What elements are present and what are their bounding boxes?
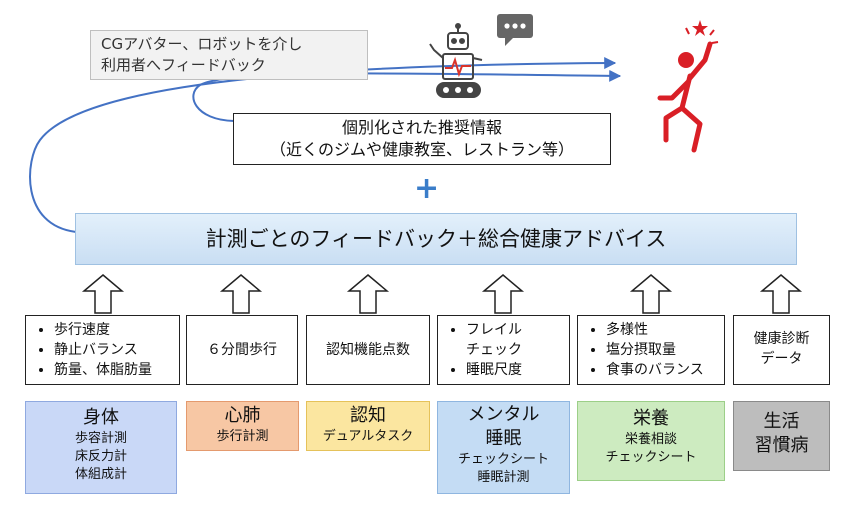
plus-icon: + <box>414 171 440 206</box>
up-arrows <box>81 274 803 314</box>
measurement-box-lifestyle: 健康診断 データ <box>733 315 830 385</box>
category-title: 心肺 <box>224 405 261 426</box>
measurement-text: ６分間歩行 <box>207 342 277 358</box>
category-cardio: 心肺 歩行計測 <box>186 401 299 451</box>
category-nutrition: 栄養 栄養相談 チェックシート <box>577 401 725 481</box>
recommendation-box: 個別化された推奨情報 （近くのジムや健康教室、レストラン等） <box>233 113 611 165</box>
category-title: 生活 習慣病 <box>754 411 809 456</box>
callout-line-2: 利用者へフィードバック <box>101 56 266 74</box>
category-subtitle: 歩容計測 床反力計 体組成計 <box>74 431 127 482</box>
measurement-item: 多様性 <box>606 320 724 340</box>
up-arrow-5 <box>629 274 673 314</box>
advice-bar: 計測ごとのフィードバック＋総合健康アドバイス <box>75 213 797 265</box>
up-arrow-3 <box>346 274 390 314</box>
measurement-box-physical: 歩行速度 静止バランス 筋量、体脂肪量 <box>25 315 180 385</box>
up-arrow-6 <box>759 274 803 314</box>
measurement-box-mental: フレイル チェック 睡眠尺度 <box>437 315 570 385</box>
measurement-item: 筋量、体脂肪量 <box>54 360 179 380</box>
category-mental-sleep: メンタル 睡眠 チェックシート 睡眠計測 <box>437 401 570 494</box>
avatar-robot-callout: CGアバター、ロボットを介し 利用者へフィードバック <box>90 30 368 80</box>
category-physical: 身体 歩容計測 床反力計 体組成計 <box>25 401 177 494</box>
category-cognitive: 認知 デュアルタスク <box>306 401 430 451</box>
category-title: メンタル 睡眠 <box>467 404 540 449</box>
measurement-text: 健康診断 データ <box>753 331 810 367</box>
category-subtitle: デュアルタスク <box>322 429 414 444</box>
up-arrow-1 <box>81 274 125 314</box>
category-subtitle: 栄養相談 チェックシート <box>605 432 697 465</box>
measurement-item: フレイル チェック <box>466 320 569 360</box>
recommendation-line-2: （近くのジムや健康教室、レストラン等） <box>269 140 574 159</box>
callout-line-1: CGアバター、ロボットを介し <box>101 35 303 53</box>
measurement-item: 食事のバランス <box>606 360 724 380</box>
up-arrow-4 <box>481 274 525 314</box>
measurement-item: 睡眠尺度 <box>466 360 569 380</box>
category-title: 身体 <box>83 407 119 428</box>
star-icon <box>692 20 708 36</box>
measurement-box-cardio: ６分間歩行 <box>186 315 298 385</box>
recommendation-line-1: 個別化された推奨情報 <box>341 118 502 137</box>
measurement-item: 歩行速度 <box>54 320 179 340</box>
cheering-person-icon <box>657 41 713 153</box>
measurement-text: 認知機能点数 <box>326 342 410 358</box>
category-title: 認知 <box>350 405 386 426</box>
category-subtitle: チェックシート 睡眠計測 <box>457 452 549 485</box>
up-arrow-2 <box>219 274 263 314</box>
sparkle-icon <box>685 27 719 44</box>
category-subtitle: 歩行計測 <box>216 429 269 444</box>
category-lifestyle-disease: 生活 習慣病 <box>733 401 830 471</box>
measurement-item: 静止バランス <box>54 340 179 360</box>
speech-bubble-icon <box>497 14 533 46</box>
measurement-box-nutrition: 多様性 塩分摂取量 食事のバランス <box>577 315 725 385</box>
measurement-item: 塩分摂取量 <box>606 340 724 360</box>
category-title: 栄養 <box>633 408 669 429</box>
measurement-box-cognitive: 認知機能点数 <box>306 315 430 385</box>
robot-icon <box>429 23 483 98</box>
